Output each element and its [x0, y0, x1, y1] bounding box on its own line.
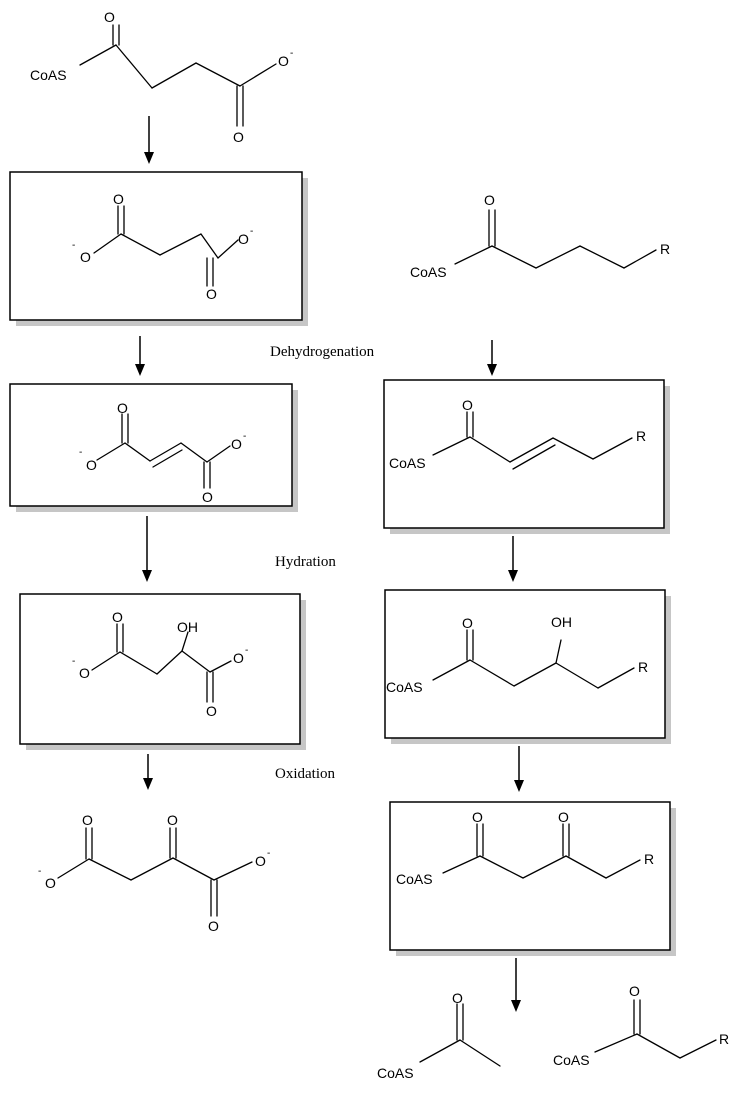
charge-minus: - [72, 656, 75, 667]
r-group-label: R [636, 428, 646, 444]
acetyl-coa: CoAS O [377, 990, 501, 1081]
oxygen-label: O [208, 918, 219, 934]
charge-minus: - [267, 848, 270, 859]
arrow-down [135, 336, 145, 376]
oxygen-label: O [86, 457, 97, 473]
box-enoyl-coa: CoAS O R [383, 379, 670, 534]
coas-label: CoAS [396, 871, 433, 887]
r-group-label: R [638, 659, 648, 675]
oxygen-label: O [104, 9, 115, 25]
oxygen-label: O [113, 191, 124, 207]
oxygen-label: O [629, 983, 640, 999]
coas-label: CoAS [30, 67, 67, 83]
r-group-label: R [660, 241, 670, 257]
oxygen-label: O [472, 809, 483, 825]
arrow-down [511, 958, 521, 1012]
box-fumarate: - O O O - O [9, 383, 298, 512]
oxygen-label: O [238, 231, 249, 247]
oxygen-label: O [255, 853, 266, 869]
coas-label: CoAS [389, 455, 426, 471]
coas-label: CoAS [410, 264, 447, 280]
r-group-label: R [719, 1031, 729, 1047]
oxygen-label: O [206, 286, 217, 302]
box-malate: - O O OH O - O [19, 593, 306, 750]
step-label-oxidation: Oxidation [275, 766, 335, 782]
oxygen-label: O [167, 812, 178, 828]
oxygen-label: O [278, 53, 289, 69]
charge-minus: - [290, 48, 293, 59]
coas-label: CoAS [377, 1065, 414, 1081]
step-label-dehydrogenation: Dehydrogenation [270, 344, 375, 360]
arrow-down [143, 754, 153, 790]
box-hydroxyacyl-coa: CoAS O OH R [384, 589, 671, 744]
oxygen-label: O [202, 489, 213, 505]
arrow-down [144, 116, 154, 164]
oxygen-label: O [233, 650, 244, 666]
acyl-coa: CoAS O R [410, 192, 670, 280]
oxygen-label: O [233, 129, 244, 145]
oxygen-label: O [117, 400, 128, 416]
step-label-hydration: Hydration [275, 554, 336, 570]
oxygen-label: O [558, 809, 569, 825]
oxygen-label: O [484, 192, 495, 208]
charge-minus: - [38, 866, 41, 877]
oxygen-label: O [79, 665, 90, 681]
oxygen-label: O [231, 436, 242, 452]
oxygen-label: O [206, 703, 217, 719]
arrow-down [142, 516, 152, 582]
oxygen-label: O [80, 249, 91, 265]
shortened-acyl-coa: CoAS O R [553, 983, 729, 1068]
oxygen-label: O [462, 397, 473, 413]
hydroxyl-label: OH [551, 614, 572, 630]
box-ketoacyl-coa: CoAS O O R [389, 801, 676, 956]
arrow-down [508, 536, 518, 582]
arrow-down [487, 340, 497, 376]
coas-label: CoAS [386, 679, 423, 695]
charge-minus: - [250, 226, 253, 237]
arrow-down [514, 746, 524, 792]
oxygen-label: O [452, 990, 463, 1006]
oxygen-label: O [45, 875, 56, 891]
oxaloacetate: - O O O O - O [38, 812, 270, 934]
oxygen-label: O [112, 609, 123, 625]
box-succinate: - O O O - O [9, 171, 308, 326]
oxygen-label: O [462, 615, 473, 631]
r-group-label: R [644, 851, 654, 867]
charge-minus: - [79, 447, 82, 458]
charge-minus: - [72, 240, 75, 251]
charge-minus: - [245, 645, 248, 656]
oxygen-label: O [82, 812, 93, 828]
charge-minus: - [243, 431, 246, 442]
succinyl-coa: CoAS O O - O [30, 9, 293, 145]
hydroxyl-label: OH [177, 619, 198, 635]
coas-label: CoAS [553, 1052, 590, 1068]
